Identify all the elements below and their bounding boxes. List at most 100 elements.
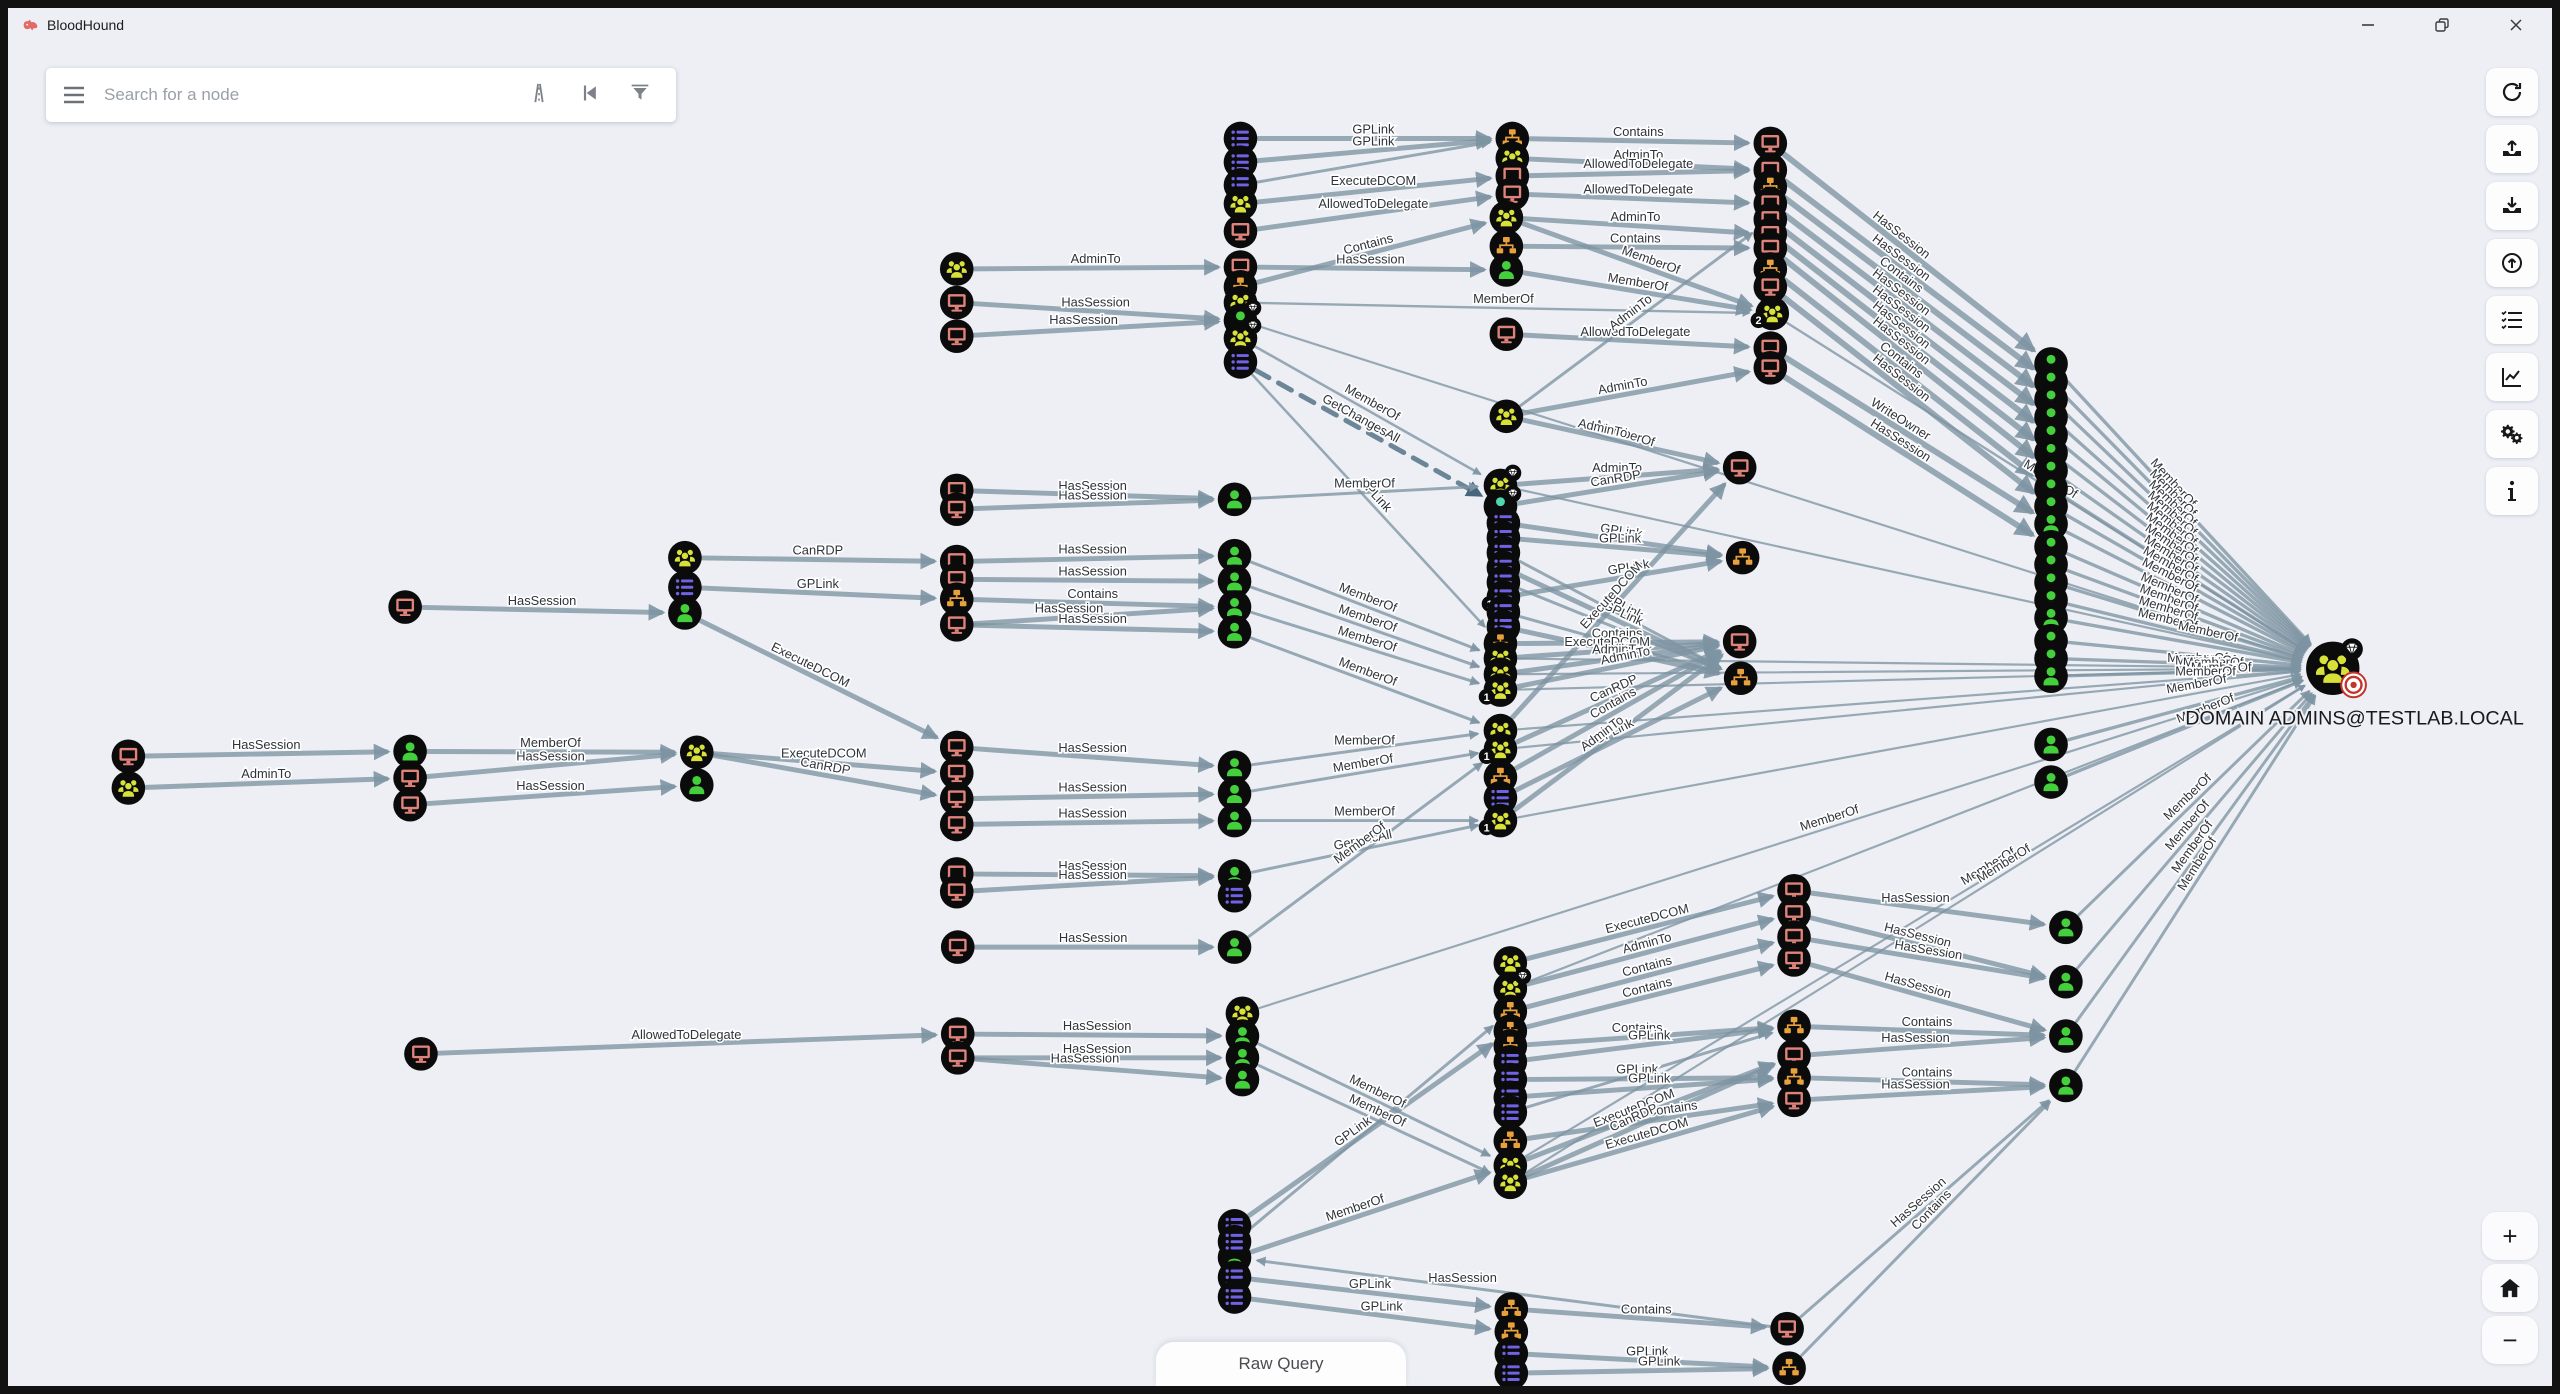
- graph-node-ou[interactable]: [939, 582, 974, 616]
- graph-node-gpo[interactable]: [1217, 1224, 1252, 1259]
- graph-node-user[interactable]: [668, 596, 702, 630]
- graph-node-computer[interactable]: [1770, 1311, 1804, 1346]
- graph-node-user[interactable]: [1217, 930, 1252, 964]
- graph-node-ou[interactable]: [1493, 1124, 1528, 1158]
- graph-node-user[interactable]: [1217, 564, 1252, 599]
- graph-node-group[interactable]: [939, 252, 974, 286]
- zoom-out-button[interactable]: −: [2482, 1316, 2538, 1364]
- graph-node-computer[interactable]: [393, 761, 427, 795]
- zoom-in-button[interactable]: +: [2482, 1212, 2538, 1260]
- upload-data-icon[interactable]: [2486, 239, 2538, 287]
- graph-node-computer[interactable]: [940, 1017, 975, 1051]
- graph-node-user[interactable]: [393, 734, 427, 769]
- graph-node-group[interactable]: 1: [1478, 673, 1518, 707]
- graph-node-user[interactable]: [2034, 727, 2068, 762]
- graph-node-ou[interactable]: [1777, 1009, 1811, 1043]
- graph-node-group[interactable]: [1489, 399, 1524, 434]
- graph-node-computer[interactable]: [939, 874, 974, 909]
- back-icon[interactable]: [580, 83, 600, 108]
- graph-node-computer[interactable]: [1777, 943, 1811, 977]
- graph-node-gpo[interactable]: [1223, 121, 1258, 156]
- graph-node-user[interactable]: [679, 768, 714, 802]
- graph-node-group[interactable]: [1489, 200, 1524, 235]
- graph-node-gpo[interactable]: [1217, 878, 1252, 913]
- refresh-icon[interactable]: [2486, 68, 2538, 116]
- graph-node-gpo[interactable]: [1493, 1095, 1528, 1129]
- graph-node-computer[interactable]: [1489, 317, 1524, 352]
- graph-node-target[interactable]: DOMAIN ADMINS@TESTLAB.LOCAL: [2183, 638, 2526, 732]
- graph-node-group[interactable]: 1: [1478, 803, 1518, 838]
- graph-node-computer[interactable]: [939, 782, 974, 816]
- graph-node-gpo[interactable]: [1217, 1280, 1252, 1314]
- graph-node-group[interactable]: [1493, 1165, 1528, 1200]
- graph-node-computer[interactable]: [939, 807, 974, 842]
- graph-node-computer[interactable]: [1753, 126, 1788, 161]
- filter-icon[interactable]: [630, 83, 650, 108]
- graph-node-computer[interactable]: [393, 787, 427, 822]
- graph-node-computer[interactable]: [1777, 896, 1811, 931]
- graph-node-group[interactable]: [668, 540, 702, 575]
- graph-node-ou[interactable]: [1772, 1351, 1806, 1386]
- graph-node-computer[interactable]: [940, 930, 975, 964]
- queries-icon[interactable]: [2486, 296, 2538, 344]
- minimize-icon[interactable]: [2346, 10, 2390, 40]
- settings-icon[interactable]: [2486, 410, 2538, 458]
- graph-node-user[interactable]: [2049, 910, 2083, 945]
- graph-node-user[interactable]: [1217, 590, 1252, 624]
- graph-node-user[interactable]: [1217, 750, 1252, 784]
- graph-node-computer[interactable]: [388, 590, 422, 624]
- graph-node-computer[interactable]: [404, 1037, 438, 1071]
- graph-node-ou[interactable]: [1725, 540, 1760, 575]
- graph-node-gpo[interactable]: [1494, 1356, 1529, 1386]
- graph-node-computer[interactable]: [940, 1041, 975, 1075]
- graph-node-user[interactable]: [1489, 253, 1524, 287]
- about-icon[interactable]: [2486, 467, 2538, 515]
- graph-node-user[interactable]: [2049, 964, 2083, 999]
- graph-node-computer[interactable]: [1753, 351, 1788, 385]
- close-icon[interactable]: [2494, 10, 2538, 40]
- graph-node-computer[interactable]: [1777, 1083, 1811, 1118]
- graph-node-user[interactable]: [1225, 1062, 1260, 1097]
- graph-node-group[interactable]: 1: [1478, 732, 1518, 767]
- graph-node-user[interactable]: [1217, 803, 1252, 838]
- graph-node-computer[interactable]: [1223, 214, 1258, 249]
- graph-node-user[interactable]: [1217, 538, 1252, 573]
- graph-node-computer[interactable]: [1753, 269, 1788, 304]
- graph-node-group[interactable]: [1223, 186, 1258, 221]
- graph-node-group[interactable]: 2: [1750, 296, 1790, 331]
- graph-node-user[interactable]: [2049, 1068, 2083, 1103]
- graph-node-group[interactable]: [1223, 317, 1262, 355]
- graph-node-computer[interactable]: [939, 756, 974, 790]
- graph-node-gpo[interactable]: [668, 570, 702, 605]
- raw-query-tab[interactable]: Raw Query: [1156, 1342, 1406, 1386]
- graph-node-computer[interactable]: [939, 730, 974, 765]
- graph-node-user[interactable]: [2049, 1019, 2083, 1053]
- graph-node-computer[interactable]: [939, 319, 974, 353]
- graph-node-user[interactable]: [1217, 614, 1252, 649]
- graph-node-computer[interactable]: [939, 608, 974, 642]
- graph-node-ou[interactable]: [1723, 661, 1758, 696]
- restore-icon[interactable]: [2420, 10, 2464, 40]
- graph-node-user[interactable]: [2034, 765, 2068, 799]
- graph-node-computer[interactable]: [1722, 624, 1757, 659]
- graph-svg[interactable]: HasSessionAdminToMemberOfHasSessionHasSe…: [8, 8, 2552, 1386]
- export-icon[interactable]: [2486, 125, 2538, 173]
- graph-node-user[interactable]: [2034, 659, 2068, 694]
- graph-node-group[interactable]: [111, 771, 146, 805]
- pathfinding-icon[interactable]: [528, 82, 550, 109]
- graph-node-gpo[interactable]: [1223, 345, 1258, 379]
- menu-icon[interactable]: [46, 86, 102, 104]
- graph-node-ou[interactable]: [1489, 229, 1524, 264]
- search-input[interactable]: [102, 84, 528, 106]
- graph-node-group[interactable]: [679, 735, 714, 770]
- graph-node-computer[interactable]: [111, 739, 146, 774]
- graph-node-user[interactable]: [1217, 777, 1252, 811]
- graph-node-computer[interactable]: [939, 492, 974, 526]
- chart-icon[interactable]: [2486, 353, 2538, 401]
- import-icon[interactable]: [2486, 182, 2538, 230]
- graph-node-user[interactable]: [1217, 482, 1252, 517]
- graph-node-computer[interactable]: [939, 285, 974, 320]
- graph-node-computer[interactable]: [1722, 450, 1757, 485]
- home-button[interactable]: [2482, 1264, 2538, 1312]
